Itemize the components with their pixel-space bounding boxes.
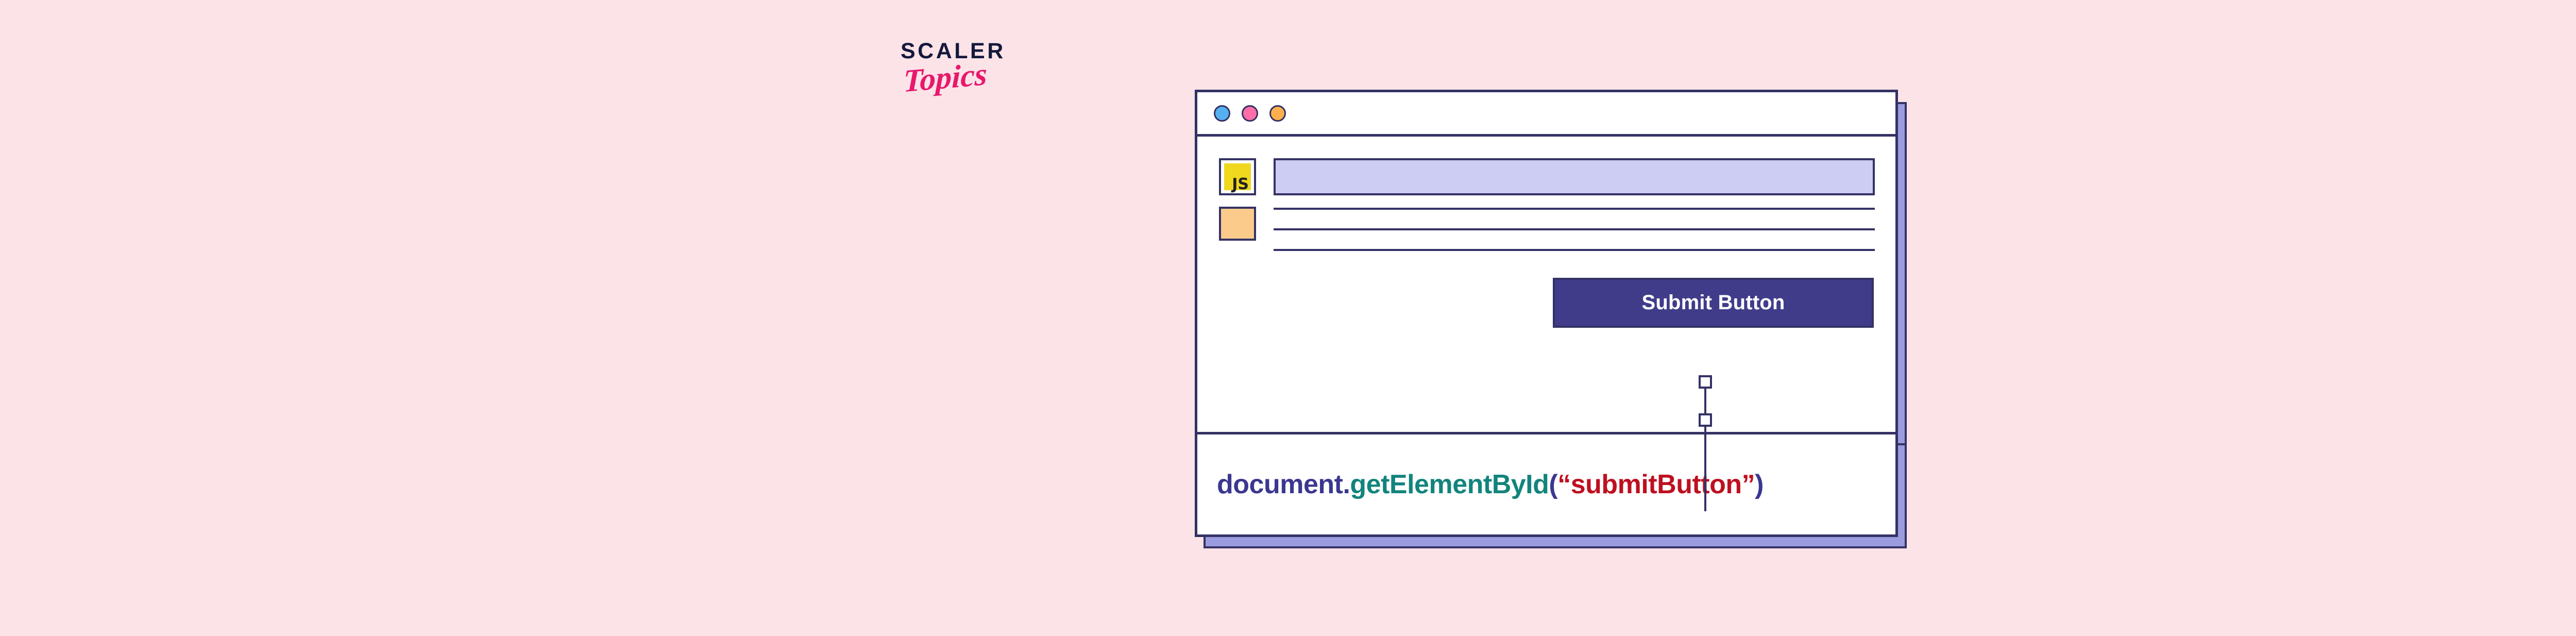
text-line — [1274, 228, 1875, 230]
code-token-close-paren: ) — [1755, 470, 1764, 499]
browser-content-area: JS Submit Button — [1197, 137, 1895, 479]
connector-node-source — [1699, 375, 1712, 389]
browser-window: JS Submit Button — [1195, 90, 1898, 481]
browser-titlebar — [1197, 92, 1895, 137]
code-snippet-text: document.getElementById(“submitButton”) — [1217, 469, 1764, 500]
submit-button[interactable]: Submit Button — [1553, 278, 1874, 328]
logo-wordmark-scaler: SCALER — [901, 39, 1006, 63]
connector-node-target — [1699, 413, 1712, 427]
thumbnail-placeholder — [1219, 207, 1256, 241]
javascript-logo-label: JS — [1232, 175, 1249, 193]
text-input-field[interactable] — [1274, 158, 1875, 195]
code-token-open-paren: ( — [1549, 470, 1558, 499]
code-token-string-literal: “submitButton” — [1557, 470, 1755, 499]
pink-dot-icon[interactable] — [1242, 105, 1258, 122]
text-line — [1274, 249, 1875, 251]
code-token-method: getElementById — [1350, 470, 1549, 499]
scaler-topics-logo: SCALER Topics — [901, 40, 1055, 123]
content-row-secondary — [1219, 207, 1875, 251]
orange-dot-icon[interactable] — [1269, 105, 1286, 122]
content-row-action: Submit Button — [1219, 278, 1875, 328]
text-line — [1274, 208, 1875, 210]
blue-dot-icon[interactable] — [1214, 105, 1230, 122]
connector-line — [1704, 382, 1706, 511]
javascript-logo-square: JS — [1224, 163, 1251, 193]
code-snippet-box: document.getElementById(“submitButton”) — [1195, 432, 1898, 537]
content-row-primary: JS — [1219, 158, 1875, 195]
code-token-object: document. — [1217, 470, 1350, 499]
javascript-logo-icon: JS — [1219, 158, 1256, 195]
text-line-group — [1274, 207, 1875, 251]
